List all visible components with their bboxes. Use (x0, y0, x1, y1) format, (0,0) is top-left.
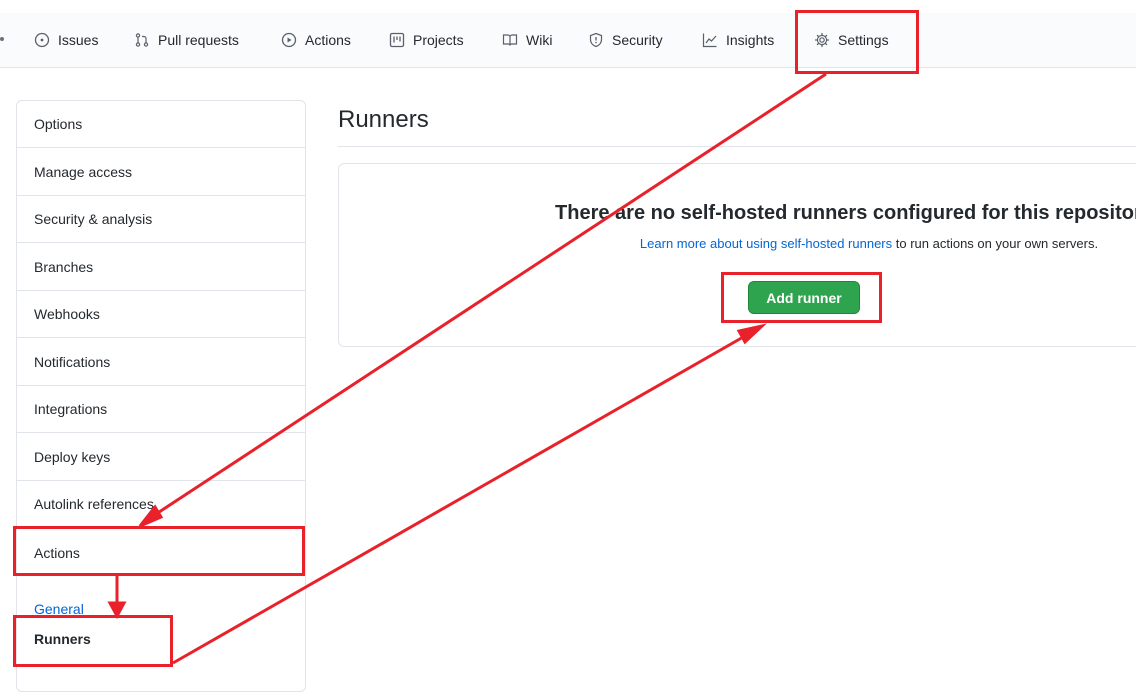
page-title: Runners (338, 106, 429, 133)
tab-insights[interactable]: Insights (702, 13, 774, 67)
sidebar-item-options[interactable]: Options (17, 101, 305, 148)
sidebar-item-branches[interactable]: Branches (17, 244, 305, 291)
sidebar-item-label: Branches (34, 259, 94, 275)
tab-security[interactable]: Security (588, 13, 663, 67)
sidebar-item-security-analysis[interactable]: Security & analysis (17, 196, 305, 243)
sidebar-item-label: Integrations (34, 401, 108, 417)
sidebar-item-integrations[interactable]: Integrations (17, 386, 305, 433)
sidebar-item-actions[interactable]: Actions (17, 529, 305, 576)
shield-icon (589, 32, 603, 48)
tab-issues[interactable]: Issues (34, 13, 98, 67)
sidebar-item-manage-access[interactable]: Manage access (17, 149, 305, 196)
sidebar-item-deploy-keys[interactable]: Deploy keys (17, 434, 305, 481)
repo-nav: Issues Pull requests Actions Projects Wi… (0, 13, 1136, 68)
issue-opened-icon (34, 32, 50, 48)
settings-sidebar: Options Manage access Security & analysi… (16, 100, 306, 692)
sidebar-item-label: Autolink references (34, 496, 154, 512)
tab-wiki[interactable]: Wiki (502, 13, 552, 67)
gear-icon (814, 32, 830, 48)
title-divider (338, 146, 1136, 147)
self-hosted-runners-link[interactable]: Learn more about using self-hosted runne… (639, 236, 893, 251)
blankslate-heading: There are no self-hosted runners configu… (555, 202, 1136, 224)
sidebar-item-label: Actions (34, 544, 80, 561)
tab-actions-label: Actions (305, 32, 351, 48)
tab-projects-label: Projects (413, 32, 464, 48)
sidebar-subitem-general[interactable]: General (34, 601, 84, 617)
sidebar-item-notifications[interactable]: Notifications (17, 339, 305, 386)
nav-overflow-dot (0, 37, 4, 41)
tab-pull-requests[interactable]: Pull requests (134, 13, 239, 67)
tab-issues-label: Issues (58, 32, 99, 48)
tab-settings[interactable]: Settings (814, 13, 889, 67)
sidebar-item-autolink-references[interactable]: Autolink references (17, 481, 305, 528)
tab-security-label: Security (612, 32, 663, 48)
book-icon (502, 34, 518, 46)
project-icon (389, 32, 405, 48)
graph-icon (702, 33, 717, 48)
sidebar-item-label: Deploy keys (34, 449, 111, 465)
add-runner-button[interactable]: Add runner (748, 281, 860, 314)
tab-pull-requests-label: Pull requests (158, 32, 239, 48)
sidebar-item-label: Options (34, 116, 83, 132)
blankslate-description: Learn more about using self-hosted runne… (338, 236, 1136, 251)
sidebar-item-label: Notifications (34, 354, 111, 370)
blankslate (338, 163, 1136, 347)
sidebar-item-label: Webhooks (34, 306, 100, 322)
tab-settings-label: Settings (838, 32, 889, 48)
blankslate-description-suffix: to run actions on your own servers. (892, 236, 1099, 251)
sidebar-subitem-runners[interactable]: Runners (34, 631, 91, 647)
tab-wiki-label: Wiki (526, 32, 553, 48)
sidebar-item-webhooks[interactable]: Webhooks (17, 291, 305, 338)
tab-actions[interactable]: Actions (281, 13, 351, 67)
tab-insights-label: Insights (726, 32, 775, 48)
sidebar-item-label: Security & analysis (34, 211, 153, 227)
sidebar-item-label: Manage access (34, 164, 133, 180)
play-icon (281, 32, 297, 48)
git-pull-request-icon (135, 33, 149, 47)
tab-projects[interactable]: Projects (389, 13, 464, 67)
